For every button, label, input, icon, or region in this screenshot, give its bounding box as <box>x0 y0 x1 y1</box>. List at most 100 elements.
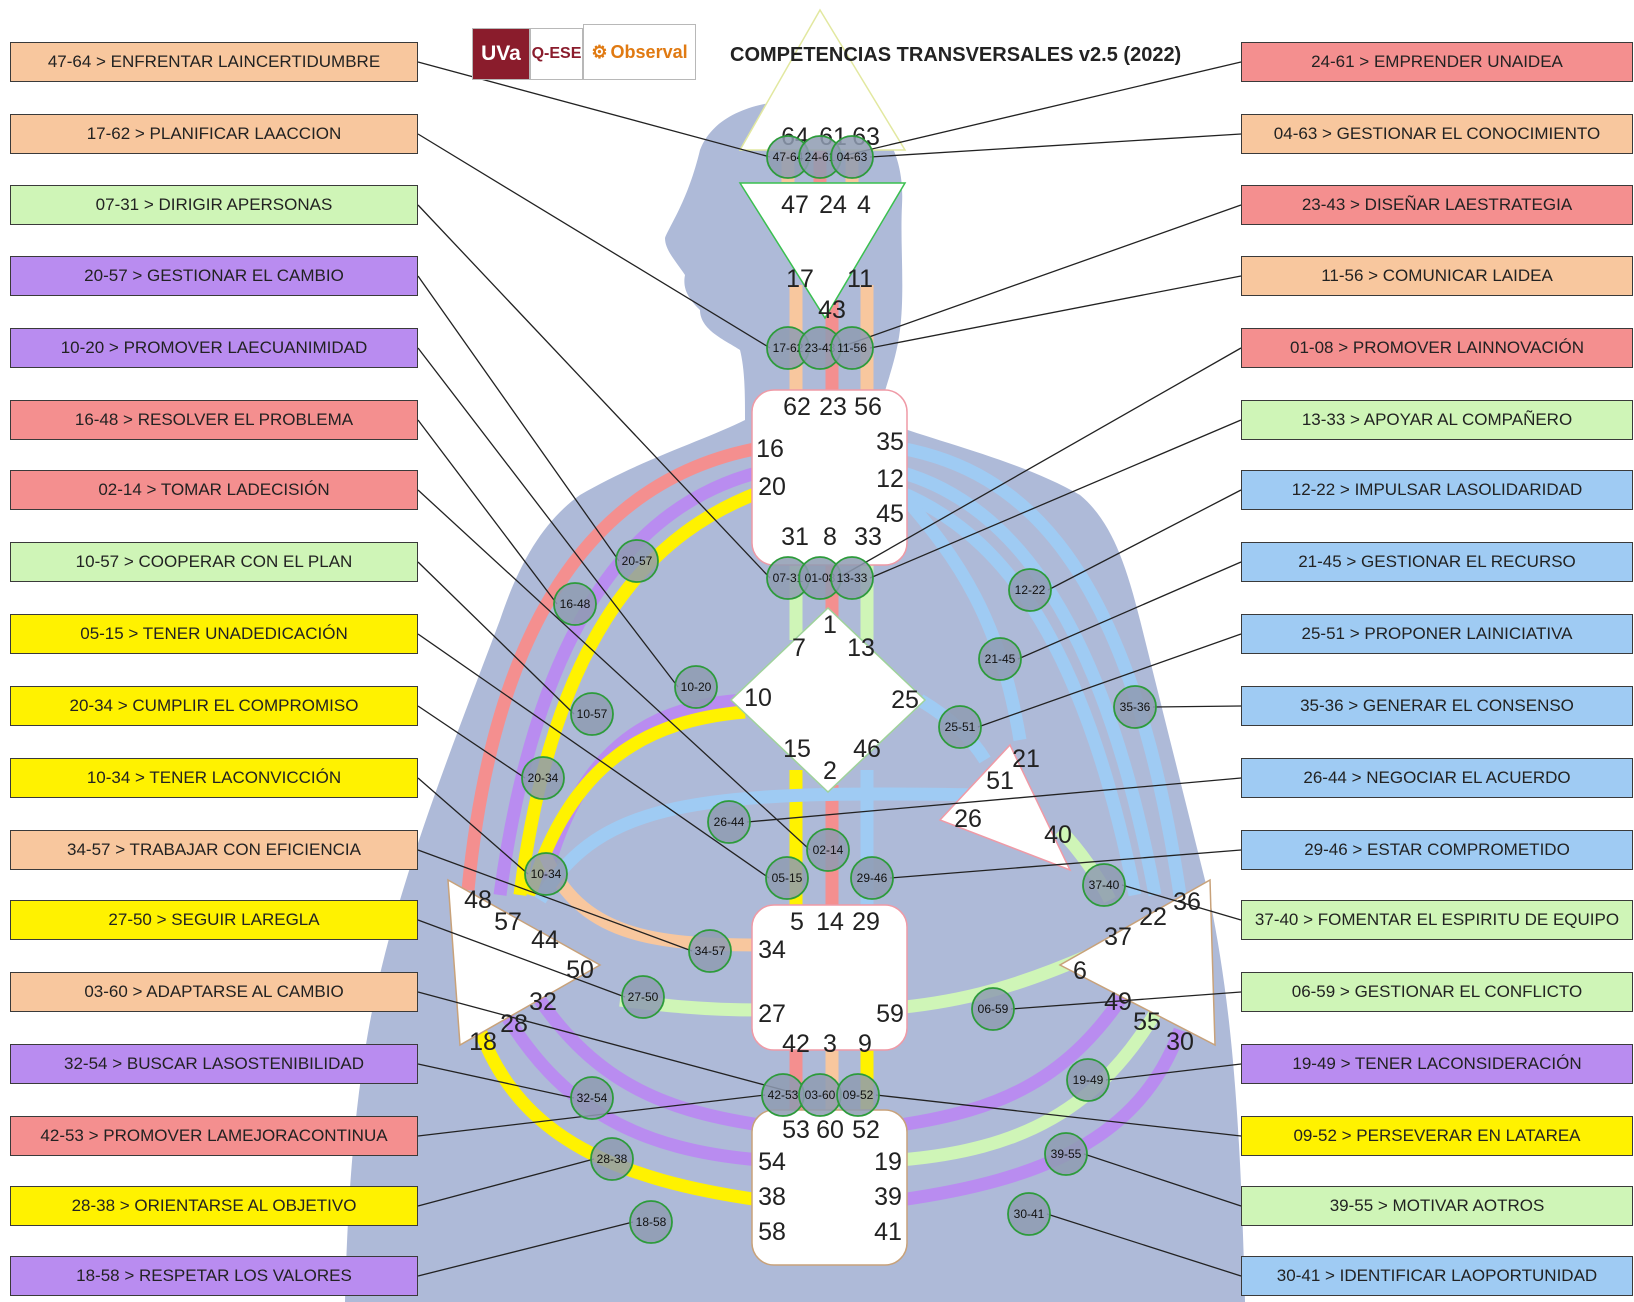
gate-number: 37 <box>1104 923 1132 951</box>
left-competency-label: 05-15 > TENER UNADEDICACIÓN <box>10 614 418 654</box>
gate-number: 50 <box>566 956 594 984</box>
leader-line <box>869 275 1242 349</box>
channel-node-circle <box>590 1137 634 1181</box>
uva-logo: UVa <box>472 28 530 80</box>
channel-node: 30-41 <box>1007 1192 1051 1236</box>
channel-node-circle <box>1007 1192 1051 1236</box>
channel-node: 32-54 <box>570 1076 614 1120</box>
channel-node-circle <box>836 1073 880 1117</box>
solar-plexus-center <box>1058 878 1216 1047</box>
leader-line <box>875 1094 1242 1137</box>
channel-node-circle <box>830 556 874 600</box>
channel-node: 37-40 <box>1082 863 1126 907</box>
leader-line <box>869 133 1242 158</box>
channel-node-label: 16-48 <box>560 597 591 611</box>
channel-node-circle <box>830 326 874 370</box>
right-competency-label: 04-63 > GESTIONAR EL CONOCIMIENTO <box>1241 114 1633 154</box>
channel-node-label: 24-61 <box>805 150 836 164</box>
channel-node: 29-46 <box>850 856 894 900</box>
channel-node-label: 34-57 <box>695 944 726 958</box>
channel-node-circle <box>688 929 732 973</box>
channel-node: 18-58 <box>629 1200 673 1244</box>
gate-number: 21 <box>1012 745 1040 773</box>
gate-number: 16 <box>756 435 784 463</box>
channel-node: 13-33 <box>830 556 874 600</box>
leader-line <box>417 991 803 1096</box>
channel-node: 02-14 <box>806 828 850 872</box>
gate-number: 41 <box>874 1218 902 1246</box>
right-competency-label: 30-41 > IDENTIFICAR LAOPORTUNIDAD <box>1241 1256 1633 1296</box>
channel-node-circle <box>707 800 751 844</box>
channel-node-label: 42-53 <box>768 1088 799 1102</box>
gate-number: 1 <box>823 611 837 639</box>
gate-number: 52 <box>852 1116 880 1144</box>
channel-node-circle <box>570 1076 614 1120</box>
gate-number: 13 <box>847 634 875 662</box>
ego-center <box>938 743 1072 872</box>
right-competency-label: 01-08 > PROMOVER LAINNOVACIÓN <box>1241 328 1633 368</box>
gate-number: 58 <box>758 1218 786 1246</box>
channel-node: 21-45 <box>978 637 1022 681</box>
observal-logo: ⚙ Observal <box>583 24 696 80</box>
left-competency-label: 03-60 > ADAPTARSE AL CAMBIO <box>10 972 418 1012</box>
leader-line <box>417 275 620 562</box>
channel-node-label: 37-40 <box>1089 878 1120 892</box>
gate-number: 48 <box>464 886 492 914</box>
leader-line <box>417 347 679 688</box>
left-competency-label: 20-34 > CUMPLIR EL COMPROMISO <box>10 686 418 726</box>
leader-line <box>889 849 1242 879</box>
leader-line <box>1046 1213 1242 1277</box>
gate-number: 12 <box>876 465 904 493</box>
channel-node-label: 35-36 <box>1120 700 1151 714</box>
channel-node-circle <box>1066 1058 1110 1102</box>
channel-node-label: 32-54 <box>577 1091 608 1105</box>
left-competency-label: 20-57 > GESTIONAR EL CAMBIO <box>10 256 418 296</box>
channel-node-label: 12-22 <box>1015 583 1046 597</box>
channel-node-label: 01-08 <box>805 571 836 585</box>
channel-node-circle <box>621 975 665 1019</box>
channel-node: 03-60 <box>798 1073 842 1117</box>
gate-number: 62 <box>783 393 811 421</box>
leader-line <box>417 489 811 851</box>
channel-node-label: 05-15 <box>772 871 803 885</box>
gate-number: 55 <box>1133 1008 1161 1036</box>
channel-node-label: 11-56 <box>837 341 867 355</box>
channel-node-label: 23-43 <box>805 341 836 355</box>
channel-node: 19-49 <box>1066 1058 1110 1102</box>
channel-node-label: 21-45 <box>985 652 1016 666</box>
sacral-center <box>751 904 908 1051</box>
channel-node-circle <box>765 856 809 900</box>
right-competency-label: 11-56 > COMUNICAR LAIDEA <box>1241 256 1633 296</box>
g-center <box>729 606 927 794</box>
right-competency-label: 37-40 > FOMENTAR EL ESPIRITU DE EQUIPO <box>1241 900 1633 940</box>
gate-number: 38 <box>758 1183 786 1211</box>
gate-number: 20 <box>758 473 786 501</box>
leader-line <box>1083 1153 1242 1207</box>
channel-node-label: 06-59 <box>978 1002 1009 1016</box>
gate-number: 26 <box>954 805 982 833</box>
leader-line <box>417 204 771 579</box>
gate-number: 57 <box>494 908 522 936</box>
left-competency-label: 47-64 > ENFRENTAR LAINCERTIDUMBRE <box>10 42 418 82</box>
gate-number: 33 <box>854 523 882 551</box>
gate-number: 19 <box>874 1148 902 1176</box>
left-competency-label: 34-57 > TRABAJAR CON EFICIENCIA <box>10 830 418 870</box>
channel-node: 12-22 <box>1008 568 1052 612</box>
channel-node: 34-57 <box>688 929 732 973</box>
channel-node-label: 07-31 <box>773 571 804 585</box>
channel-node-label: 27-50 <box>628 990 659 1004</box>
channel-node: 10-57 <box>570 692 614 736</box>
gear-icon: ⚙ <box>591 41 608 62</box>
left-competency-label: 16-48 > RESOLVER EL PROBLEMA <box>10 400 418 440</box>
channel-node-label: 20-57 <box>622 554 653 568</box>
channel-node-circle <box>938 705 982 749</box>
leader-line <box>1017 561 1242 660</box>
channel-node-circle <box>615 539 659 583</box>
leader-line <box>1047 489 1242 591</box>
channel-node-label: 30-41 <box>1014 1207 1045 1221</box>
leader-line <box>417 1158 595 1207</box>
channel-node-label: 18-58 <box>636 1215 667 1229</box>
gate-number: 39 <box>874 1183 902 1211</box>
leader-line <box>1010 991 1242 1010</box>
channel-node-label: 28-38 <box>597 1152 628 1166</box>
